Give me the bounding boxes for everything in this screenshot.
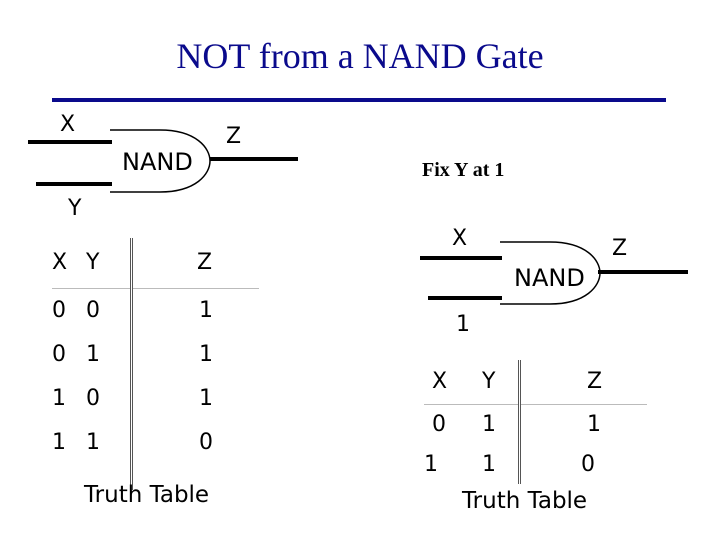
- table-cell: 1: [86, 332, 133, 376]
- right-nand-gate-label: NAND: [514, 264, 585, 292]
- column-header-y: Y: [482, 360, 521, 405]
- table-cell: 1: [199, 385, 213, 411]
- column-header-x: X: [52, 238, 86, 289]
- table-row: 0 0 1: [52, 288, 259, 332]
- left-nand-gate-label: NAND: [122, 148, 193, 176]
- left-truth-table: X Y Z 0 0 1 0 1 1 1 0 1 1 1 0: [52, 238, 259, 490]
- column-header-x: X: [424, 360, 482, 405]
- table-spacer-row: [52, 464, 259, 490]
- left-input-x-wire: [28, 140, 112, 144]
- table-row: 0 1 1: [52, 332, 259, 376]
- right-input-x-label: X: [452, 226, 468, 251]
- table-cell: 0: [86, 288, 133, 332]
- column-header-z: Z: [519, 360, 647, 405]
- table-cell: 0: [199, 429, 213, 455]
- table-row: 0 1 1: [424, 404, 647, 444]
- left-nand-gate-shape: [110, 129, 211, 193]
- table-cell: 0: [52, 341, 66, 367]
- right-input-y-wire: [428, 296, 502, 300]
- table-cell: 1: [199, 297, 213, 323]
- table-cell: 0: [432, 411, 446, 437]
- table-cell: 1: [587, 411, 601, 437]
- left-input-x-label: X: [60, 112, 76, 137]
- table-cell: 1: [52, 429, 66, 455]
- column-header-z: Z: [131, 238, 259, 289]
- table-cell: 0: [86, 376, 133, 420]
- left-output-wire: [210, 157, 298, 161]
- right-output-wire: [598, 270, 688, 274]
- left-truth-table-caption: Truth Table: [84, 482, 210, 508]
- table-cell: 1: [424, 451, 438, 477]
- table-row: 1 1 0: [424, 444, 647, 484]
- table-header-row: X Y Z: [424, 360, 647, 405]
- table-cell: 0: [581, 451, 595, 477]
- left-input-y-wire: [36, 182, 112, 186]
- table-cell: 1: [52, 385, 66, 411]
- table-header-row: X Y Z: [52, 238, 259, 289]
- left-input-y-label: Y: [68, 196, 82, 221]
- table-row: 1 1 0: [52, 420, 259, 464]
- table-cell: 1: [482, 444, 521, 484]
- table-row: 1 0 1: [52, 376, 259, 420]
- right-input-x-wire: [420, 256, 502, 260]
- right-input-y-fixed-label: 1: [456, 312, 470, 337]
- right-truth-table: X Y Z 0 1 1 1 1 0: [424, 360, 647, 484]
- table-cell: 0: [52, 297, 66, 323]
- right-output-z-label: Z: [612, 236, 628, 261]
- right-nand-gate-shape: [500, 241, 601, 305]
- table-cell: 1: [482, 404, 521, 444]
- fix-y-note: Fix Y at 1: [422, 159, 505, 181]
- table-cell: 1: [199, 341, 213, 367]
- slide-title: NOT from a NAND Gate: [176, 36, 544, 76]
- table-cell: 1: [86, 420, 133, 464]
- left-output-z-label: Z: [226, 124, 242, 149]
- title-underline: [52, 98, 666, 102]
- right-truth-table-caption: Truth Table: [462, 488, 588, 514]
- column-header-y: Y: [86, 238, 133, 289]
